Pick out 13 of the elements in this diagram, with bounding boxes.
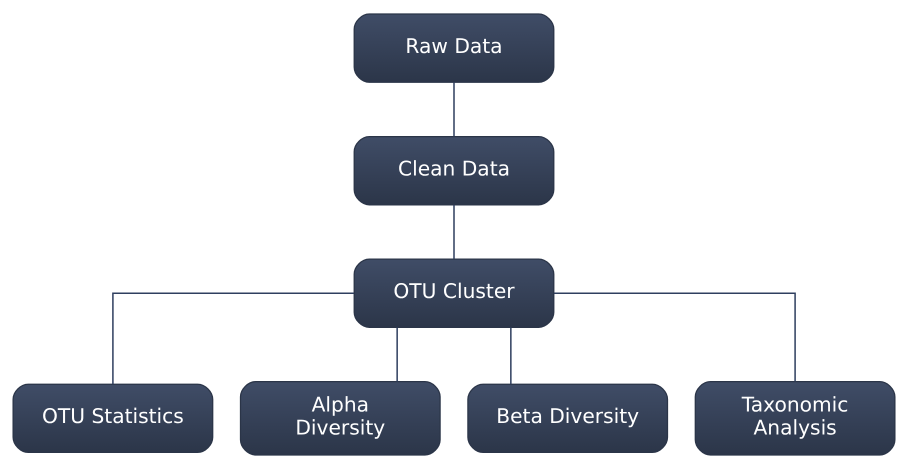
connector [453, 204, 455, 258]
connector [396, 326, 398, 382]
node-box: Alpha Diversity [240, 380, 441, 456]
node-box: OTU Statistics [12, 383, 214, 453]
node-box: Clean Data [354, 135, 554, 205]
node-box: OTU Cluster [354, 258, 554, 328]
connector [112, 292, 354, 384]
connector [453, 82, 455, 136]
connector [510, 326, 512, 384]
connector [554, 292, 796, 381]
node-box: Beta Diversity [467, 383, 668, 453]
node-box: Raw Data [354, 12, 554, 82]
node-box: Taxonomic Analysis [694, 380, 896, 456]
